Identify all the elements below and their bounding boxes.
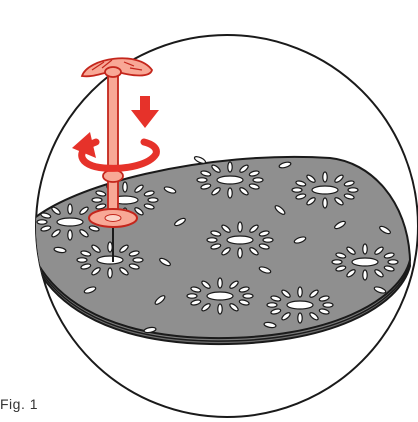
pin-shaft bbox=[108, 66, 118, 226]
perforation-hole bbox=[218, 278, 222, 288]
perforation-hole bbox=[298, 287, 302, 297]
perforation-hole bbox=[97, 256, 123, 264]
perforation-hole bbox=[253, 178, 263, 182]
perforation-hole bbox=[363, 244, 367, 254]
perforation-hole bbox=[298, 313, 302, 323]
figure-caption: Fig. 1 bbox=[0, 396, 38, 412]
perforation-hole bbox=[267, 303, 277, 307]
perforation-hole bbox=[57, 218, 83, 226]
perforation-hole bbox=[228, 188, 232, 198]
perforation-hole bbox=[68, 204, 72, 214]
perforation-hole bbox=[352, 258, 378, 266]
perforation-hole bbox=[287, 301, 313, 309]
perforation-hole bbox=[238, 248, 242, 258]
perforation-hole bbox=[312, 186, 338, 194]
perforation-hole bbox=[197, 178, 207, 182]
perforation-hole bbox=[238, 222, 242, 232]
perforation-hole bbox=[148, 198, 158, 202]
perforation-hole bbox=[123, 182, 127, 192]
perforation-hole bbox=[323, 172, 327, 182]
perforation-hole bbox=[77, 258, 87, 262]
perforation-hole bbox=[207, 292, 233, 300]
perforation-hole bbox=[37, 220, 47, 224]
perforation-hole bbox=[363, 270, 367, 280]
perforation-hole bbox=[108, 242, 112, 252]
perforation-hole bbox=[187, 294, 197, 298]
perforation-hole bbox=[227, 236, 253, 244]
perforation-hole bbox=[323, 198, 327, 208]
perforation-hole bbox=[133, 258, 143, 262]
perforation-hole bbox=[217, 176, 243, 184]
perforation-hole bbox=[263, 238, 273, 242]
perforation-hole bbox=[207, 238, 217, 242]
perforation-hole bbox=[243, 294, 253, 298]
perforation-hole bbox=[332, 260, 342, 264]
pin-collar bbox=[105, 67, 121, 77]
perforation-hole bbox=[92, 198, 102, 202]
perforation-hole bbox=[228, 162, 232, 172]
perforation-hole bbox=[323, 303, 333, 307]
perforation-hole bbox=[108, 268, 112, 278]
perforation-hole bbox=[292, 188, 302, 192]
perforation-hole bbox=[68, 230, 72, 240]
perforation-hole bbox=[218, 304, 222, 314]
perforation-hole bbox=[388, 260, 398, 264]
perforation-hole bbox=[348, 188, 358, 192]
